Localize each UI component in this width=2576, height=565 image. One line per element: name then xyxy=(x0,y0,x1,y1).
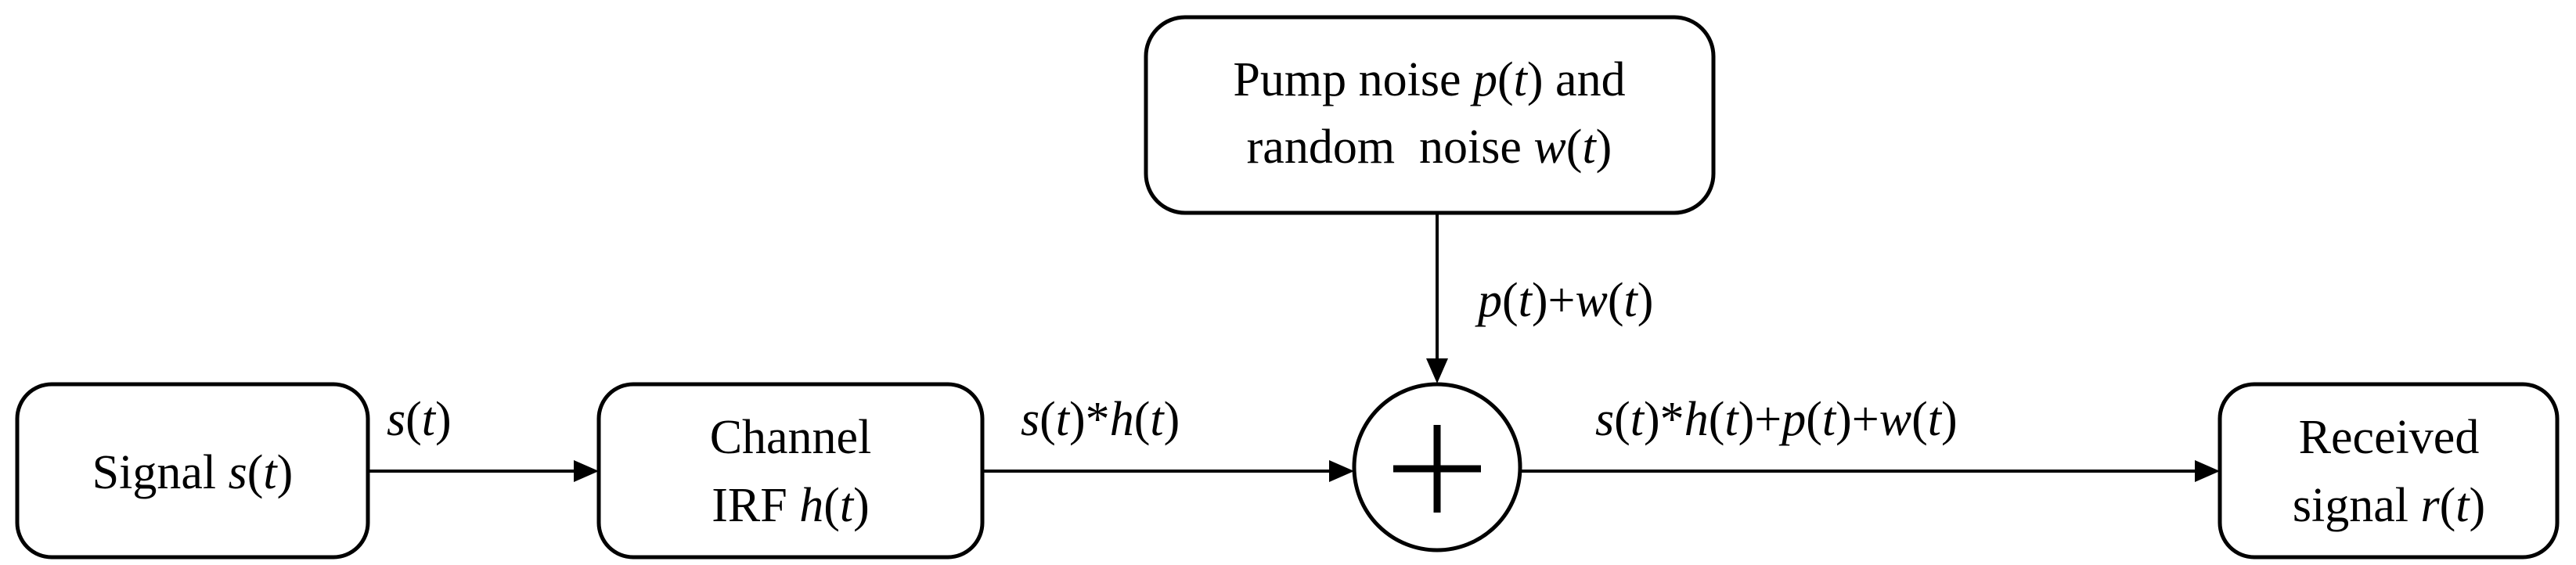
arrowhead-received-input xyxy=(2195,460,2220,482)
node-noise: Pump noise p(t) and random noise w(t) xyxy=(1144,15,1716,215)
node-channel-line2: IRF h(t) xyxy=(712,479,870,532)
edge-summer-to-received xyxy=(1520,460,2220,482)
edge-signal-to-channel xyxy=(368,460,599,482)
node-channel-box xyxy=(596,382,985,560)
node-received: Received signal r(t) xyxy=(2218,382,2560,560)
edge-label-output: s(t)*h(t)+p(t)+w(t) xyxy=(1595,393,1958,446)
arrowhead-channel-input xyxy=(574,460,599,482)
node-noise-line2: random noise w(t) xyxy=(1247,121,1612,174)
node-received-line1: Received xyxy=(2299,411,2480,464)
edge-label-signal: s(t) xyxy=(387,393,452,446)
edge-label-convolution: s(t)*h(t) xyxy=(1021,393,1180,446)
node-received-box xyxy=(2218,382,2560,560)
node-channel: Channel IRF h(t) xyxy=(596,382,985,560)
node-signal: Signal s(t) xyxy=(15,382,370,560)
node-received-line2: signal r(t) xyxy=(2293,479,2485,532)
edge-noise-to-summer xyxy=(1426,213,1448,383)
node-noise-line1: Pump noise p(t) and xyxy=(1233,53,1625,106)
edge-label-noise-sum: p(t)+w(t) xyxy=(1475,274,1653,327)
node-signal-box xyxy=(15,382,370,560)
node-signal-label: Signal s(t) xyxy=(92,446,294,499)
arrowhead-summer-top-input xyxy=(1426,358,1448,383)
edge-channel-to-summer xyxy=(982,460,1354,482)
node-channel-line1: Channel xyxy=(710,411,872,464)
plus-icon xyxy=(1393,425,1481,513)
node-summer xyxy=(1352,382,1522,552)
node-noise-box xyxy=(1144,15,1716,215)
arrowhead-summer-left-input xyxy=(1329,460,1354,482)
